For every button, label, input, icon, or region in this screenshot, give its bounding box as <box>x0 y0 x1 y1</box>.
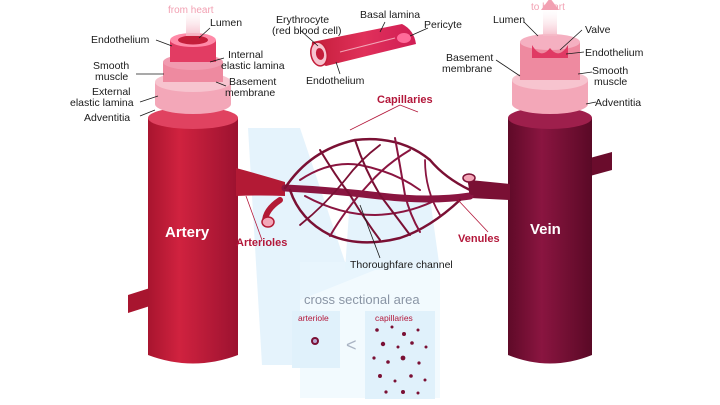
capillary-labels: Erythrocyte (red blood cell) Basal lamin… <box>272 9 462 106</box>
venule-opening <box>463 174 475 182</box>
vein-lumen-label: Lumen <box>493 14 525 26</box>
vein-title: Vein <box>530 221 561 238</box>
vein-side-branch-right <box>590 152 612 176</box>
artery-endothelium-label: Endothelium <box>91 34 150 46</box>
capillaries-box-label: capillaries <box>375 313 413 323</box>
artery-external-label-2: elastic lamina <box>70 97 134 109</box>
cross-section-title: cross sectional area <box>304 292 420 307</box>
artery-side-branch-left <box>128 288 150 313</box>
vein-lumen <box>520 34 580 50</box>
venules-label: Venules <box>458 233 500 245</box>
artery-adventitia-label: Adventitia <box>84 112 130 124</box>
to-heart-label: to heart <box>531 2 565 13</box>
vein-branch <box>470 180 510 200</box>
basal-lamina-label: Basal lamina <box>360 9 420 21</box>
artery-internal-elastic-label-2: elastic lamina <box>221 60 285 72</box>
from-heart-label: from heart <box>168 5 214 16</box>
capillaries-label: Capillaries <box>377 94 433 106</box>
vein-smooth-label-2: muscle <box>594 76 627 88</box>
compare-sign: < <box>346 335 357 355</box>
vein-endothelium-label: Endothelium <box>585 47 644 59</box>
artery-basement-label-2: membrane <box>225 87 275 99</box>
vein-trunk <box>508 118 592 364</box>
vein-basement-label-2: membrane <box>442 63 492 75</box>
arterioles-label: Arterioles <box>236 237 287 249</box>
arteriole-box-label: arteriole <box>298 313 329 323</box>
vein-adventitia-label: Adventitia <box>595 97 641 109</box>
capillaries-box <box>365 311 435 399</box>
pericyte-label: Pericyte <box>424 19 462 31</box>
vein-valve-label: Valve <box>585 24 611 36</box>
artery-title: Artery <box>165 224 210 241</box>
artery-lumen-label: Lumen <box>210 17 242 29</box>
thoroughfare-label: Thoroughfare channel <box>350 259 453 271</box>
pericyte <box>397 33 411 43</box>
capillary-endothelium-label: Endothelium <box>306 75 365 87</box>
artery-smooth-label-2: muscle <box>95 71 128 83</box>
arteriole-opening <box>262 217 274 227</box>
erythrocyte-label-2: (red blood cell) <box>272 25 341 37</box>
